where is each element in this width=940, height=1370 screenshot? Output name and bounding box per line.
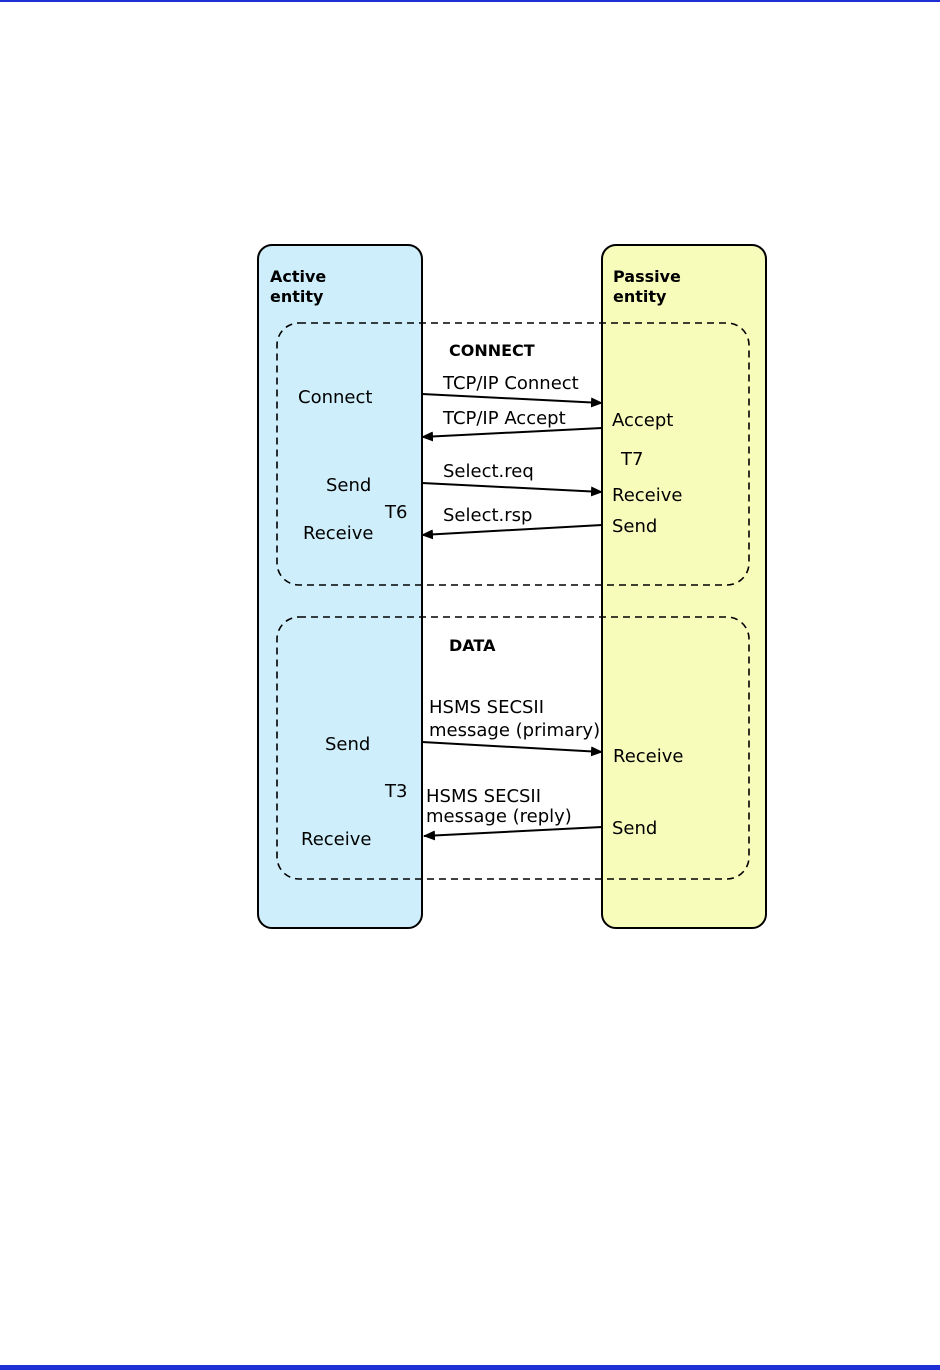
- timer-t6-label: T6: [384, 502, 407, 523]
- timer-t7-label: T7: [620, 449, 643, 470]
- active-entity-title-line1: Active: [270, 267, 326, 286]
- timer-t3-label: T3: [384, 781, 407, 802]
- msg-tcp-accept-label: TCP/IP Accept: [442, 408, 566, 429]
- passive-entity-title-line2: entity: [613, 287, 667, 306]
- primary-message-arrow: [422, 742, 602, 752]
- tcp-connect-arrow: [422, 394, 602, 403]
- msg-select-rsp-label: Select.rsp: [443, 505, 532, 526]
- passive-entity-title-line1: Passive: [613, 267, 681, 286]
- tcp-accept-arrow: [422, 428, 602, 437]
- msg-select-req-label: Select.req: [443, 461, 534, 482]
- active-connect-label: Connect: [298, 387, 372, 408]
- select-rsp-arrow: [422, 525, 602, 535]
- passive-accept-label: Accept: [612, 410, 673, 431]
- active-entity-lane: [258, 245, 422, 928]
- data-title: DATA: [449, 636, 496, 655]
- msg-tcp-connect-label: TCP/IP Connect: [442, 373, 579, 394]
- data-active-send-label: Send: [325, 734, 370, 755]
- msg-reply-label-line1: HSMS SECSII: [426, 786, 541, 807]
- active-entity-title-line2: entity: [270, 287, 324, 306]
- passive-receive-label: Receive: [612, 485, 682, 506]
- msg-reply-label-line2: message (reply): [426, 806, 572, 827]
- data-passive-receive-label: Receive: [613, 746, 683, 767]
- active-send-label: Send: [326, 475, 371, 496]
- bottom-rule: [0, 1365, 940, 1370]
- active-receive-label: Receive: [303, 523, 373, 544]
- data-passive-send-label: Send: [612, 818, 657, 839]
- connect-title: CONNECT: [449, 341, 535, 360]
- passive-send-label: Send: [612, 516, 657, 537]
- data-active-receive-label: Receive: [301, 829, 371, 850]
- select-req-arrow: [422, 483, 602, 492]
- reply-message-arrow: [424, 827, 602, 836]
- msg-primary-label-line2: message (primary): [429, 720, 600, 741]
- msg-primary-label-line1: HSMS SECSII: [429, 697, 544, 718]
